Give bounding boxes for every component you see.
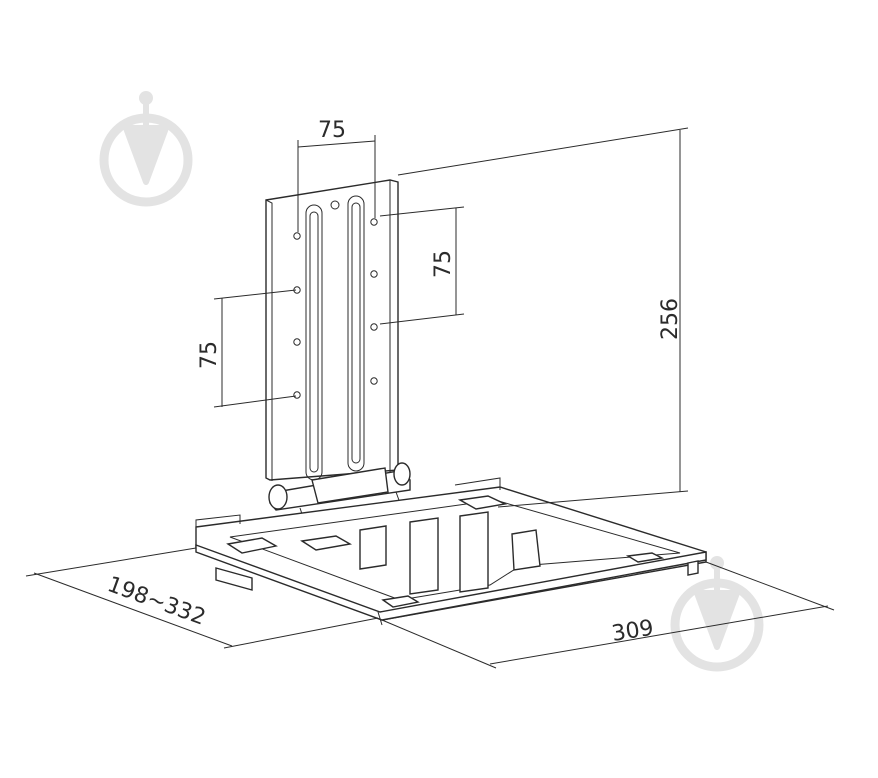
dimension-height: 256 (397, 127, 689, 508)
dimension-left: 75 (197, 289, 297, 408)
dimension-label-left: 75 (197, 341, 222, 369)
tray (195, 477, 707, 626)
pen-nib-icon (99, 91, 193, 207)
dimension-top: 75 (297, 118, 376, 232)
hinge (268, 462, 411, 521)
pen-nib-icon (670, 556, 764, 672)
dimension-label-top: 75 (318, 118, 346, 143)
vertical-plate (265, 179, 399, 481)
dimension-label-width: 309 (610, 616, 655, 647)
dimension-label-right: 75 (431, 250, 456, 278)
dimension-label-height: 256 (658, 298, 683, 340)
dimension-label-depth: 198~332 (104, 572, 209, 631)
dimension-right: 75 (379, 206, 465, 325)
